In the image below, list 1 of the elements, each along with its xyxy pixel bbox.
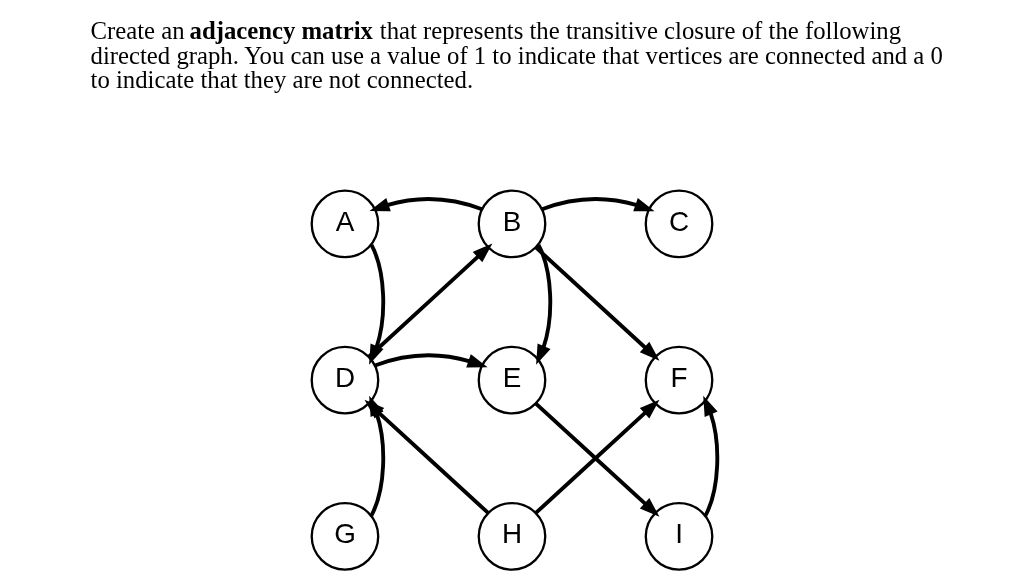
label: Create an adjacency matrix that represents the transitive closure of the following directed graph. You can use a value of 1 to indicate that vertices are connected and a 0 to indicate that they are not connected. xyxy=(90,16,943,94)
